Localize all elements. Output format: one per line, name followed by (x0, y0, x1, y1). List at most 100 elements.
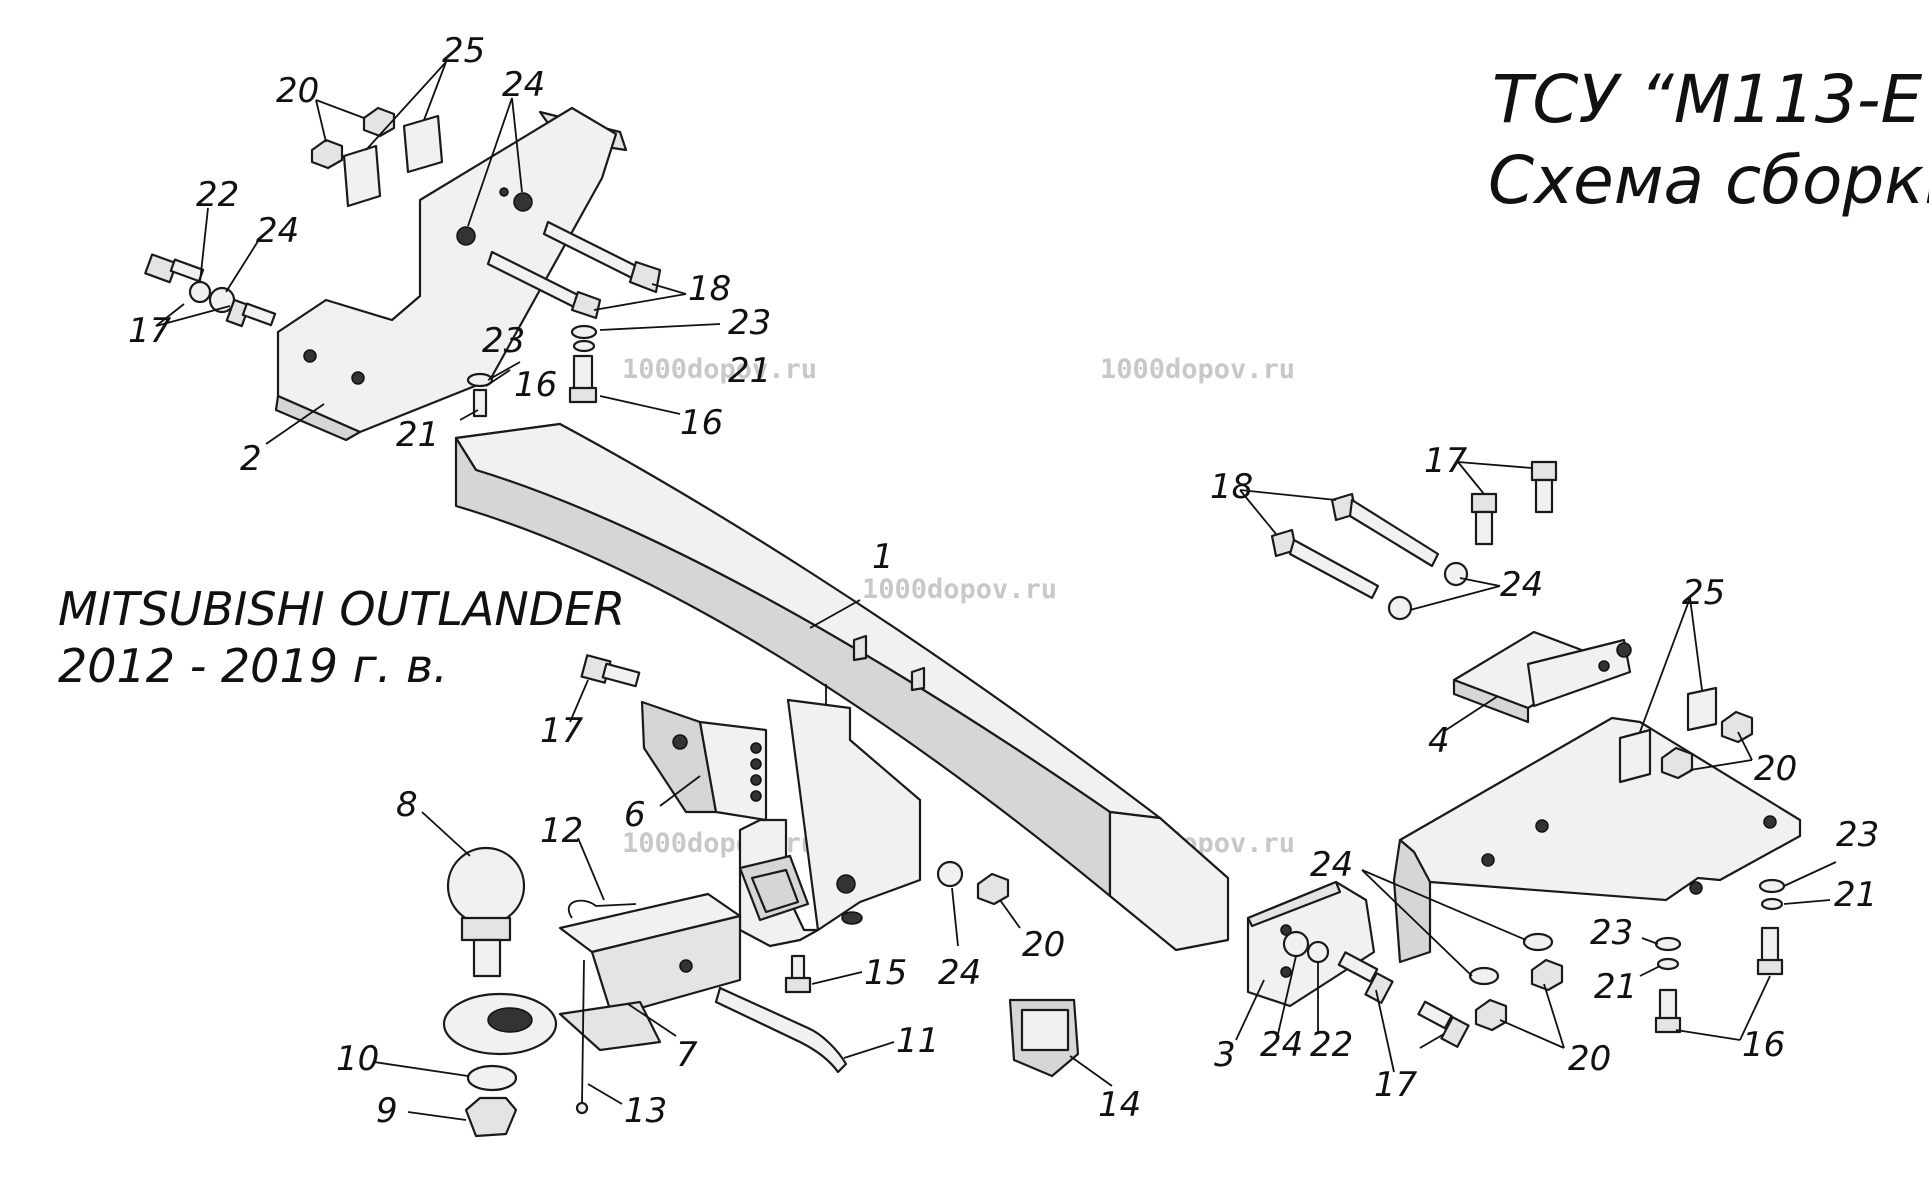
bracket-hole (351, 371, 365, 385)
part-label: 16 (514, 365, 557, 405)
side-plate (640, 700, 768, 822)
bolt-head (568, 386, 598, 404)
part-label: 13 (624, 1091, 667, 1131)
clip-ring (575, 1101, 589, 1115)
part-label: 23 (1836, 815, 1879, 855)
drawbar (442, 892, 742, 1056)
bracket-hole (513, 192, 533, 212)
bolt-head (1470, 492, 1498, 514)
receiver-hole (836, 874, 856, 894)
part-label: 9 (376, 1091, 398, 1131)
part-label: 2 (240, 439, 262, 479)
watermark: 1000dopov.ru (862, 574, 1057, 605)
washer (572, 339, 596, 353)
part-label: 17 (1424, 441, 1468, 481)
bolt (1534, 478, 1554, 514)
watermark: 1000dopov.ru (622, 828, 817, 859)
bolt (790, 954, 806, 982)
bolt (580, 654, 641, 688)
bolt (1417, 1000, 1470, 1048)
part-label: 10 (336, 1039, 379, 1079)
part-label: 21 (396, 415, 439, 455)
part-label: 11 (896, 1021, 939, 1061)
part-label: 14 (1098, 1085, 1141, 1125)
part-label: 7 (676, 1035, 698, 1075)
washer (936, 860, 964, 888)
part-labels: 1 2 3 4 6 7 8 9 10 11 12 13 14 15 16 16 … (128, 31, 1879, 1131)
leader-lines (155, 61, 1837, 1121)
bolt-head (1530, 460, 1558, 482)
tow-ball (446, 846, 526, 978)
plate (402, 114, 444, 174)
washer (466, 372, 494, 388)
part-label: 20 (276, 71, 319, 111)
part-label: 12 (540, 811, 583, 851)
washer (1306, 940, 1330, 964)
part-label: 20 (1022, 925, 1065, 965)
part-label: 17 (1374, 1065, 1418, 1105)
receiver-hole (841, 911, 863, 925)
part-label: 18 (688, 269, 731, 309)
part-label: 24 (1260, 1025, 1303, 1065)
bolt-head (1654, 1016, 1682, 1034)
part-label: 25 (1682, 573, 1725, 613)
bolt (572, 354, 594, 392)
part-label: 24 (256, 211, 299, 251)
washer (1522, 932, 1554, 952)
part-label: 24 (1500, 565, 1543, 605)
bolt (1337, 951, 1394, 1004)
plate (1618, 728, 1652, 784)
bracket-hole (499, 187, 509, 197)
watermark: 1000dopov.ru (622, 354, 817, 385)
pin (714, 986, 848, 1074)
part-label: 18 (1210, 467, 1253, 507)
washer (1468, 966, 1500, 986)
part-label: 8 (396, 785, 418, 825)
watermark: 1000dopov.ru (1100, 354, 1295, 385)
part-label: 16 (1742, 1025, 1785, 1065)
bracket-hole (456, 226, 476, 246)
nut (362, 106, 396, 138)
nut (464, 1096, 518, 1138)
part-label: 24 (938, 953, 981, 993)
washer (570, 324, 598, 340)
bolt (144, 253, 205, 284)
part-label: 24 (1310, 845, 1353, 885)
part-label: 22 (196, 175, 239, 215)
bolt-head (784, 976, 812, 994)
washer (1760, 897, 1784, 911)
nut (1720, 710, 1754, 744)
washer (466, 1064, 518, 1092)
diagram-title: ТСУ “М113-Е” (1492, 61, 1929, 138)
bolt (1760, 926, 1780, 964)
clip (568, 899, 637, 919)
washer (1282, 930, 1310, 958)
bolt (225, 298, 277, 328)
part-label: 20 (1754, 749, 1797, 789)
long-bolt (1270, 528, 1380, 600)
part-label: 3 (1214, 1035, 1236, 1075)
part-label: 21 (1594, 967, 1637, 1007)
part-label: 20 (1568, 1039, 1611, 1079)
part-label: 1 (872, 537, 894, 577)
washer (1654, 936, 1682, 952)
long-bolt (486, 250, 602, 320)
bolt (1658, 988, 1678, 1022)
part-label: 15 (864, 953, 907, 993)
washer (1758, 878, 1786, 894)
bolt (1474, 510, 1494, 546)
part-label: 16 (680, 403, 723, 443)
part-label: 25 (442, 31, 485, 71)
washer (1656, 957, 1680, 971)
plate (342, 144, 382, 208)
part-label: 21 (728, 351, 771, 391)
part-label: 24 (502, 65, 545, 105)
bracket-hole (303, 349, 317, 363)
nut (976, 872, 1010, 906)
part-label: 23 (728, 303, 771, 343)
bolt (472, 388, 488, 418)
part-label: 4 (1428, 721, 1450, 761)
part-label: 6 (624, 795, 646, 835)
bolt-head (1756, 958, 1784, 976)
